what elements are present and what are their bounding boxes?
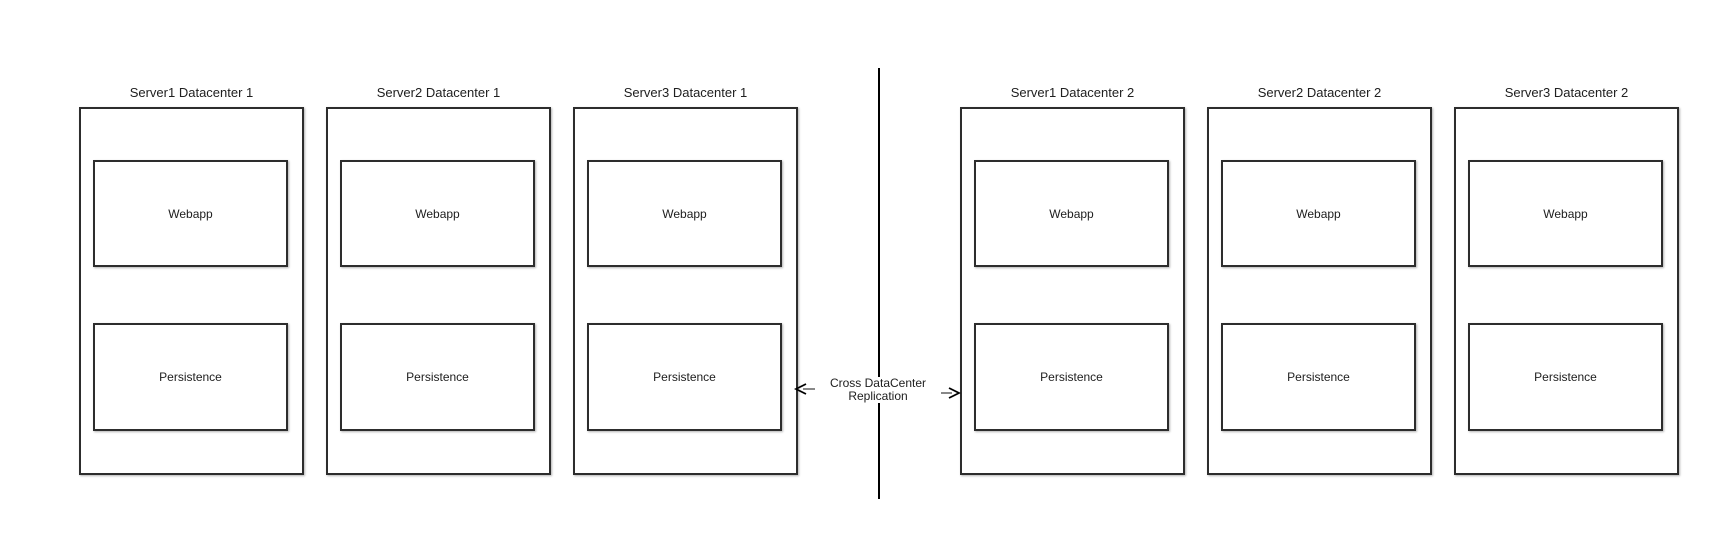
server-group-dc1-s1: Server1 Datacenter 1 Webapp Persistence	[79, 85, 304, 475]
server-group-dc2-s3: Server3 Datacenter 2 Webapp Persistence	[1454, 85, 1679, 475]
server-title: Server2 Datacenter 2	[1257, 85, 1382, 100]
webapp-box: Webapp	[1468, 160, 1663, 267]
server-title: Server3 Datacenter 2	[1504, 85, 1629, 100]
persistence-label: Persistence	[406, 370, 469, 384]
webapp-box: Webapp	[587, 160, 782, 267]
webapp-box: Webapp	[974, 160, 1169, 267]
replication-label-line2: Replication	[848, 389, 908, 403]
server-box: Webapp Persistence	[1207, 107, 1432, 475]
replication-label: Cross DataCenter Replication	[815, 377, 941, 403]
datacenter-divider-line	[878, 68, 880, 499]
server-box: Webapp Persistence	[573, 107, 798, 475]
persistence-label: Persistence	[653, 370, 716, 384]
persistence-label: Persistence	[1287, 370, 1350, 384]
server-box: Webapp Persistence	[960, 107, 1185, 475]
server-title: Server2 Datacenter 1	[376, 85, 501, 100]
persistence-box: Persistence	[340, 323, 535, 431]
persistence-label: Persistence	[1534, 370, 1597, 384]
persistence-label: Persistence	[1040, 370, 1103, 384]
persistence-box: Persistence	[587, 323, 782, 431]
server-box: Webapp Persistence	[79, 107, 304, 475]
persistence-label: Persistence	[159, 370, 222, 384]
webapp-box: Webapp	[93, 160, 288, 267]
server-group-dc1-s2: Server2 Datacenter 1 Webapp Persistence	[326, 85, 551, 475]
persistence-box: Persistence	[974, 323, 1169, 431]
webapp-label: Webapp	[168, 206, 213, 221]
webapp-label: Webapp	[1296, 206, 1341, 221]
server-title: Server1 Datacenter 1	[129, 85, 254, 100]
server-group-dc2-s2: Server2 Datacenter 2 Webapp Persistence	[1207, 85, 1432, 475]
server-group-dc2-s1: Server1 Datacenter 2 Webapp Persistence	[960, 85, 1185, 475]
webapp-label: Webapp	[1543, 206, 1588, 221]
server-title: Server3 Datacenter 1	[623, 85, 748, 100]
webapp-label: Webapp	[415, 206, 460, 221]
server-box: Webapp Persistence	[1454, 107, 1679, 475]
server-title: Server1 Datacenter 2	[1010, 85, 1135, 100]
persistence-box: Persistence	[1468, 323, 1663, 431]
webapp-box: Webapp	[340, 160, 535, 267]
persistence-box: Persistence	[1221, 323, 1416, 431]
replication-label-line1: Cross DataCenter	[829, 376, 927, 390]
server-box: Webapp Persistence	[326, 107, 551, 475]
server-group-dc1-s3: Server3 Datacenter 1 Webapp Persistence	[573, 85, 798, 475]
webapp-label: Webapp	[662, 206, 707, 221]
persistence-box: Persistence	[93, 323, 288, 431]
webapp-label: Webapp	[1049, 206, 1094, 221]
webapp-box: Webapp	[1221, 160, 1416, 267]
